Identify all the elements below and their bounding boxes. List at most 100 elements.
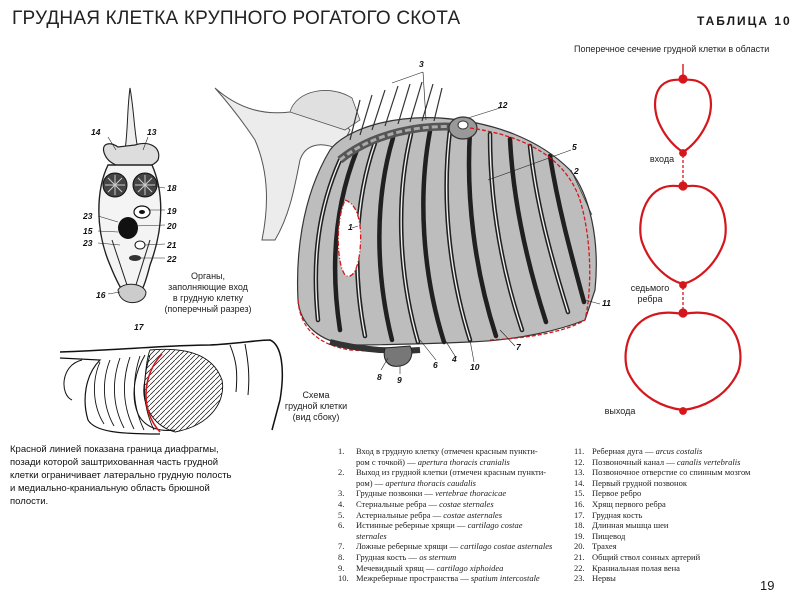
label-number-20: 20 (167, 221, 177, 231)
table-label: ТАБЛИЦА 10 (697, 14, 792, 28)
label-number-23-second: 23 (83, 238, 93, 248)
legend-item: 23.Нервы (574, 573, 794, 584)
legend-item: ром) — apertura thoracis caudalis (338, 478, 570, 489)
organs-caption-line: в грудную клетку (172, 293, 244, 303)
legend-item-number: 4. (338, 498, 345, 509)
legend-item-latin: cartilago xiphoidea (436, 562, 504, 573)
legend-item-number: 5. (338, 509, 345, 520)
legend-item-text: Выход из грудной клетки (отмечен красным… (356, 467, 547, 478)
legend-item: 17.Грудная кость (574, 510, 794, 521)
label-number-18: 18 (167, 183, 177, 193)
legend-item-number: 2. (338, 467, 345, 478)
diaphragm-note: Красной линией показана граница диафрагм… (10, 443, 250, 508)
legend-item-number: 21. (574, 551, 585, 562)
legend-item-number: 7. (338, 541, 345, 552)
diaphragm-note-line: позади которой заштрихованная часть груд… (10, 457, 219, 468)
organs-caption-line: Органы, (190, 271, 226, 281)
legend-item-latin: apertura thoracis caudalis (385, 477, 476, 488)
legend-item: 7. Ложные реберные хрящи — cartilago cost… (338, 541, 570, 552)
legend-item: 1.Вход в грудную клетку (отмечен красным… (338, 446, 570, 457)
legend-item: 13. Позвоночное отверстие со спинным мозг… (574, 467, 794, 478)
label-number-15: 15 (83, 226, 93, 236)
label-number-6: 6 (433, 360, 438, 370)
legend-item-number: 19. (574, 530, 585, 541)
legend-item-text: Позвоночное отверстие со спинным мозгом (592, 467, 751, 478)
cross-section-caption: Поперечное сечение грудной клетки в обла… (574, 44, 770, 54)
diaphragm-note-line: Красной линией показана граница диафрагм… (10, 444, 219, 455)
legend-item-text: Позвоночный канал — canalis vertebralis (592, 456, 741, 467)
label-number-22: 22 (167, 254, 177, 264)
schema-caption-line: грудной клетки (284, 401, 348, 411)
legend-item: 18. Длинная мышца шеи (574, 520, 794, 531)
legend-item: 12.Позвоночный канал — canalis vertebral… (574, 457, 794, 468)
label-number-3: 3 (419, 59, 424, 69)
schema-caption-line: (вид сбоку) (292, 412, 340, 422)
legend-item-latin: os sternum (419, 551, 457, 562)
label-number-23: 23 (83, 211, 93, 221)
organs-caption: Органы, заполняющие вход в грудную клетк… (158, 271, 258, 315)
legend-item: 8.Грудная кость — os sternum (338, 552, 570, 563)
legend-item: 2. Выход из грудной клетки (отмечен красн… (338, 467, 570, 478)
label-number-4: 4 (452, 354, 457, 364)
legend-item-latin: apertura thoracis cranialis (417, 456, 510, 467)
page-number: 19 (760, 578, 775, 593)
cross-section-outlines (624, 64, 742, 415)
legend-item-number (338, 478, 356, 489)
legend-item-text: Первый грудной позвонок (592, 477, 687, 488)
legend-item-number: 13. (574, 467, 585, 478)
legend-item-number: 16. (574, 498, 585, 509)
legend-item-text: Краниальная полая вена (592, 562, 680, 573)
legend-item-text: Пищевод (592, 530, 626, 541)
legend-item: 9.Мечевидный хрящ — cartilago xiphoidea (338, 563, 570, 574)
label-number-13: 13 (147, 127, 157, 137)
organs-caption-line: (поперечный разрез) (164, 304, 252, 314)
label-number-2: 2 (574, 166, 579, 176)
legend-item-number: 18. (574, 520, 585, 531)
legend-item-number: 23. (574, 573, 585, 584)
cross-section-label-exit: выхода (604, 406, 636, 416)
legend-item-number: 1. (338, 446, 345, 456)
label-number-19: 19 (167, 206, 177, 216)
legend-item-text: Ложные реберные хрящи — cartilago costae… (356, 541, 553, 552)
label-number-17: 17 (134, 322, 144, 332)
legend-item-text: Реберная дуга — arcus costalis (592, 446, 703, 456)
legend-item-number: 3. (338, 488, 345, 499)
legend-item-number: 8. (338, 551, 345, 562)
label-number-1: 1 (348, 222, 353, 232)
label-number-12: 12 (498, 100, 508, 110)
page-title: ГРУДНАЯ КЛЕТКА КРУПНОГО РОГАТОГО СКОТА (12, 8, 461, 29)
legend-item-text: Мечевидный хрящ — cartilago xiphoidea (356, 562, 504, 573)
legend-item-text: Истинные реберные хрящи — cartilago cost… (356, 520, 523, 531)
label-number-5: 5 (572, 142, 577, 152)
legend-column-1: 1.Вход в грудную клетку (отмечен красным… (338, 446, 570, 584)
legend-item-text: sternales (356, 531, 570, 542)
organs-cross-section-drawing (97, 87, 166, 304)
legend-item-text: Хрящ первого ребра (592, 498, 666, 509)
label-number-21: 21 (167, 240, 177, 250)
legend-item-latin: cartilago costae (467, 520, 523, 531)
legend-item: 11. Реберная дуга — arcus costalis (574, 446, 794, 457)
legend-item: 16. Хрящ первого ребра (574, 499, 794, 510)
legend-item-latin: canalis vertebralis (676, 456, 741, 467)
schema-caption: Схема грудной клетки (вид сбоку) (276, 390, 356, 423)
legend-item-text: Общий ствол сонных артерий (592, 551, 701, 562)
rib-cage-schema-drawing (59, 339, 284, 435)
legend-item-number (338, 457, 356, 468)
legend-item: 14.Первый грудной позвонок (574, 478, 794, 489)
legend-item: 21. Общий ствол сонных артерий (574, 552, 794, 563)
label-number-14: 14 (91, 127, 101, 137)
legend-item: 20.Трахея (574, 541, 794, 552)
legend-item: 15.Первое ребро (574, 488, 794, 499)
legend-item-text: Длинная мышца шеи (592, 520, 669, 531)
legend-item-number: 11. (574, 446, 585, 456)
label-number-16: 16 (96, 290, 106, 300)
legend-item: 4. Стернальные ребра — costae sternales (338, 499, 570, 510)
legend-item: 5.Астернальные ребра — costae asternales (338, 510, 570, 521)
label-number-7: 7 (516, 342, 521, 352)
legend-item-latin: arcus costalis (655, 446, 703, 456)
legend-item-text: Стернальные ребра — costae sternales (356, 498, 494, 509)
legend-item: 10.Межреберные пространства — spatium in… (338, 573, 570, 584)
legend-item-number: 20. (574, 541, 585, 552)
label-number-9: 9 (397, 375, 402, 385)
